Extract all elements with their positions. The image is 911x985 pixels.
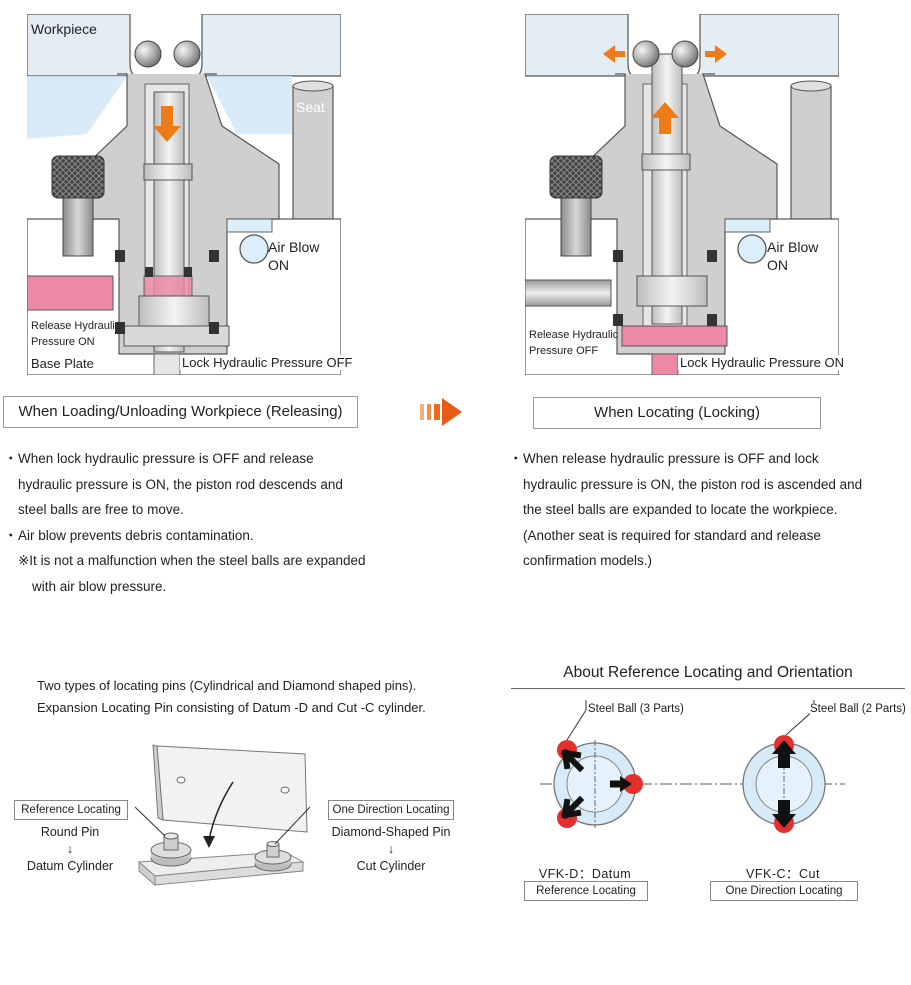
datum-reference-box: Reference Locating [524,881,648,901]
lock-pressure-label: Lock Hydraulic Pressure OFF [180,355,355,370]
bolt-shank [62,197,94,257]
releasing-cross-section [27,14,341,375]
caption-locking: When Locating (Locking) [533,397,821,429]
round-pin-stack: Round Pin ↓ Datum Cylinder [26,825,114,873]
locking-description: ・When release hydraulic pressure is OFF … [509,451,863,569]
datum-model-name: VFK-D：Datum [538,867,632,881]
lock-pressure-label-locking: Lock Hydraulic Pressure ON [678,355,846,370]
about-title-rule [511,688,905,689]
diamond-pin-stack: Diamond-Shaped Pin ↓ Cut Cylinder [331,825,451,873]
cut-one-direction-box: One Direction Locating [710,881,858,901]
cut-model-name: VFK-C：Cut [746,867,820,881]
steel-ball [134,40,162,68]
locking-cross-section [525,14,839,375]
reference-locating-box: Reference Locating [14,800,128,820]
direction-arrow-icon [153,106,181,142]
steel-ball [632,40,660,68]
steel-ball [173,40,201,68]
transition-arrow-icon [420,398,462,426]
pins-intro: Two types of locating pins (Cylindrical … [37,678,426,715]
direction-arrow-icon [651,102,679,134]
one-direction-locating-box: One Direction Locating [328,800,454,820]
direction-arrow-icon [603,45,625,63]
releasing-description: ・When lock hydraulic pressure is OFF and… [4,451,366,594]
workpiece-label: Workpiece [31,21,97,37]
seat-label: Seat [296,99,325,115]
steel-ball-3-label: Steel Ball (3 Parts) [588,703,684,715]
about-title: About Reference Locating and Orientation [563,664,853,681]
caption-releasing: When Loading/Unloading Workpiece (Releas… [3,396,358,428]
seat-shape [292,85,334,220]
direction-arrow-icon [705,45,727,63]
steel-ball [671,40,699,68]
bolt-head [51,155,105,199]
locating-pins-illustration [135,744,310,887]
steel-ball [623,774,643,794]
ball-diagrams [540,700,845,833]
steel-ball-2-label: Steel Ball (2 Parts) [810,703,906,715]
base-plate-label: Base Plate [31,356,94,371]
